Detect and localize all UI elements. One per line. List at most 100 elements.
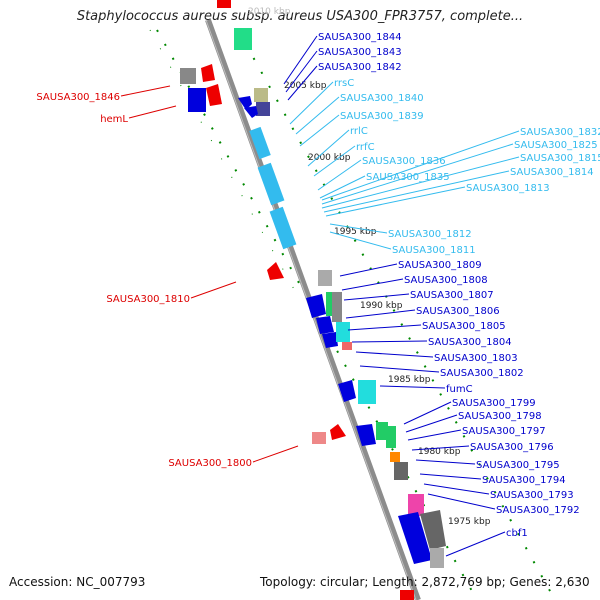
gene-label[interactable]: rrfC (356, 142, 375, 153)
gene-label-leader (403, 401, 452, 425)
gene-label-leader (317, 159, 362, 191)
feature-arrow (330, 424, 346, 440)
gene-label[interactable]: SAUSA300_1812 (388, 229, 472, 240)
feature-block (430, 548, 444, 568)
gene-label-leader (120, 85, 171, 97)
feature-block (254, 88, 268, 102)
feature-arrow (244, 106, 258, 118)
gene-label[interactable]: SAUSA300_1794 (482, 475, 566, 486)
map-title: Staphylococcus aureus subsp. aureus USA3… (76, 9, 524, 24)
gene-label-leader (329, 231, 392, 250)
gene-label[interactable]: SAUSA300_1843 (318, 47, 402, 58)
gene-label[interactable]: SAUSA300_1840 (340, 93, 424, 104)
gene-label[interactable]: SAUSA300_1806 (416, 306, 500, 317)
gene-label[interactable]: SAUSA300_1797 (462, 426, 546, 437)
gene-label-leader (323, 170, 510, 213)
feature-block (188, 88, 206, 112)
rrna-block (249, 126, 271, 160)
feature-arrow (238, 96, 252, 110)
gene-label-leader (252, 445, 299, 463)
gene-label[interactable]: rrlC (350, 126, 368, 137)
gene-label[interactable]: SAUSA300_1804 (428, 337, 512, 348)
feature-block (326, 292, 336, 316)
tick-label: 1990 kbp (360, 301, 403, 311)
feature-arrow (356, 424, 376, 446)
feature-block (180, 68, 196, 84)
gene-label-leader (347, 324, 422, 331)
gene-label[interactable]: SAUSA300_1808 (404, 275, 488, 286)
gene-label[interactable]: SAUSA300_1802 (440, 368, 524, 379)
gene-label[interactable]: SAUSA300_1825 (514, 140, 598, 151)
feature-arrow (306, 294, 326, 318)
feature-block (332, 292, 342, 322)
gene-label-leader (289, 81, 334, 125)
gene-label-leader (423, 483, 490, 495)
feature-block (394, 462, 408, 480)
gene-label[interactable]: SAUSA300_1832 (520, 127, 600, 138)
feature-block (400, 590, 414, 600)
gene-label-leader (321, 130, 520, 201)
gene-label[interactable]: SAUSA300_1814 (510, 167, 594, 178)
gene-label[interactable]: SAUSA300_1799 (452, 398, 536, 409)
gene-label-leader (419, 473, 482, 480)
gene-label[interactable]: SAUSA300_1846 (36, 92, 120, 103)
gene-label-leader (341, 278, 404, 291)
feature-block (336, 322, 350, 342)
tick-label: 1975 kbp (448, 517, 491, 527)
gene-label-leader (283, 35, 318, 85)
feature-arrow (316, 316, 334, 334)
gene-label[interactable]: SAUSA300_1795 (476, 460, 560, 471)
gene-label-leader (359, 365, 440, 373)
gene-label-leader (351, 340, 428, 343)
gene-label[interactable]: SAUSA300_1805 (422, 321, 506, 332)
gene-label[interactable]: SAUSA300_1811 (392, 245, 476, 256)
gene-label-leader (345, 309, 416, 319)
tick-label: 1995 kbp (334, 227, 377, 237)
gene-label-leader (407, 429, 462, 441)
tick-label: 2010 kbp (248, 7, 291, 17)
gene-label[interactable]: SAUSA300_1836 (362, 156, 446, 167)
accession-label: Accession: NC_007793 (9, 575, 146, 589)
gene-label[interactable]: cbf1 (506, 528, 528, 539)
gene-label-leader (313, 145, 356, 177)
gene-label[interactable]: SAUSA300_1798 (458, 411, 542, 422)
gene-label[interactable]: SAUSA300_1809 (398, 260, 482, 271)
rrna-block (257, 162, 285, 206)
feature-block (390, 452, 400, 462)
gene-labels: SAUSA300_1844SAUSA300_1843SAUSA300_1842r… (36, 32, 600, 557)
genome-stats-label: Topology: circular; Length: 2,872,769 bp… (260, 575, 590, 589)
feature-arrow (420, 510, 446, 550)
gene-label[interactable]: SAUSA300_1807 (410, 290, 494, 301)
gene-label-leader (307, 129, 350, 167)
gene-label[interactable]: SAUSA300_1793 (490, 490, 574, 501)
feature-block (234, 28, 252, 50)
feature-block (318, 270, 332, 286)
gene-label[interactable]: SAUSA300_1796 (470, 442, 554, 453)
gene-label-leader (329, 223, 388, 234)
feature-block (256, 102, 270, 116)
feature-block (358, 380, 376, 404)
gene-label[interactable]: SAUSA300_1842 (318, 62, 402, 73)
gene-label-leader (299, 114, 340, 147)
feature-block (217, 0, 231, 8)
gene-label[interactable]: fumC (446, 384, 473, 395)
gene-label[interactable]: SAUSA300_1803 (434, 353, 518, 364)
gene-label-leader (405, 414, 458, 433)
gene-label[interactable]: hemL (100, 114, 128, 125)
gene-label[interactable]: SAUSA300_1800 (168, 458, 252, 469)
gene-label[interactable]: SAUSA300_1815 (520, 153, 600, 164)
gene-label[interactable]: SAUSA300_1813 (466, 183, 550, 194)
gene-label-leader (285, 50, 318, 93)
gene-label[interactable]: SAUSA300_1839 (340, 111, 424, 122)
gene-label[interactable]: SAUSA300_1810 (106, 294, 190, 305)
feature-arrow (267, 262, 284, 280)
feature-arrow (398, 512, 432, 564)
gene-label[interactable]: rrsC (334, 78, 354, 89)
gene-label[interactable]: SAUSA300_1792 (496, 505, 580, 516)
feature-block (342, 342, 352, 350)
tick-label: 2005 kbp (284, 81, 327, 91)
gene-label-leader (325, 186, 466, 217)
gene-label-leader (295, 96, 340, 135)
gene-label[interactable]: SAUSA300_1844 (318, 32, 402, 43)
forward-strand-features (234, 28, 446, 600)
